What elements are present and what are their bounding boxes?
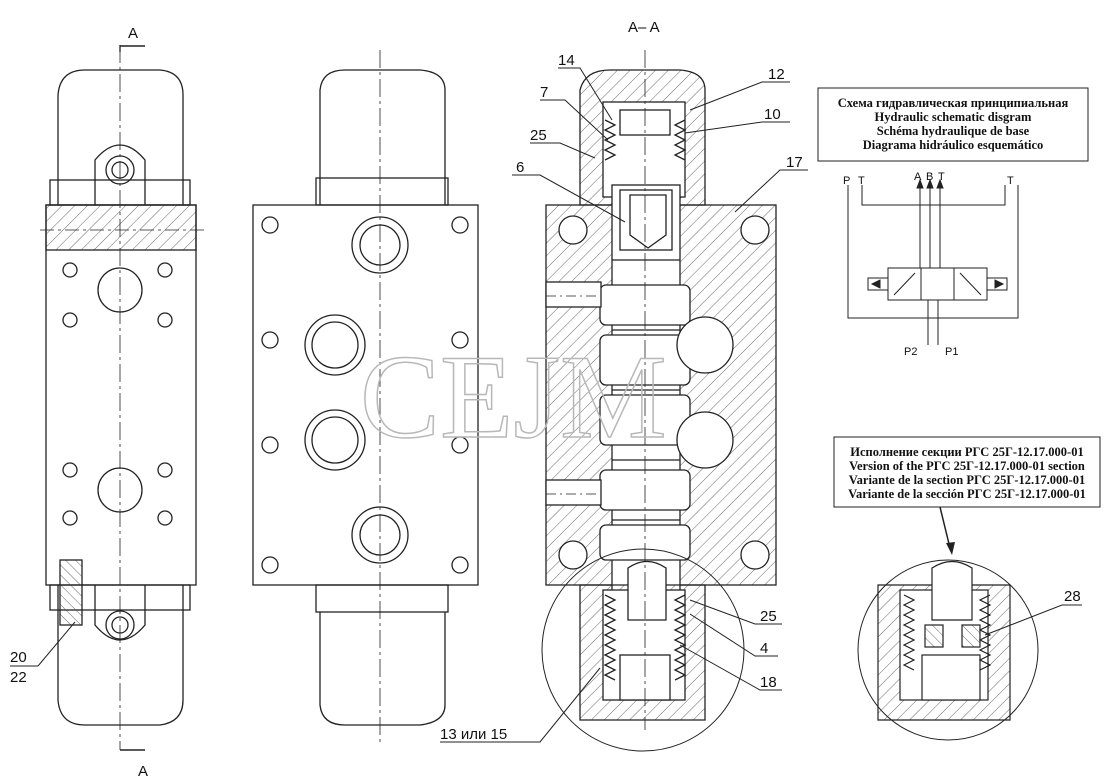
version-caption-line-3: Variante de la section РГС 25Г-12.17.000… — [849, 473, 1085, 487]
port-t-mid: T — [938, 171, 945, 183]
callout-25-bottom: 25 — [760, 608, 777, 625]
section-title: A– A — [628, 19, 660, 36]
front-view — [252, 50, 479, 745]
callout-25-top: 25 — [530, 127, 547, 144]
callout-7: 7 — [540, 84, 548, 101]
callout-4: 4 — [760, 640, 768, 657]
schematic-caption-line-3: Schéma hydraulique de base — [877, 124, 1030, 138]
port-t-right: T — [1007, 175, 1014, 187]
version-caption-box — [833, 436, 1101, 508]
schematic-caption-line-4: Diagrama hidráulico esquemático — [863, 138, 1044, 152]
callout-10: 10 — [764, 106, 781, 123]
schematic-caption-box — [817, 87, 1089, 162]
callout-leaders — [440, 67, 808, 743]
callout-17: 17 — [786, 154, 803, 171]
schematic-caption-line-1: Схема гидравлическая принципиальная — [838, 96, 1069, 110]
port-b: B — [926, 171, 933, 183]
side-view — [40, 45, 205, 751]
callout-12: 12 — [768, 66, 785, 83]
callout-22: 22 — [10, 669, 27, 686]
watermark: CEJM — [360, 330, 667, 463]
section-view — [541, 50, 777, 752]
port-a: A — [914, 171, 922, 183]
version-arrow — [939, 506, 951, 549]
version-caption-line-1: Исполнение секции РГС 25Г-12.17.000-01 — [850, 445, 1083, 459]
section-mark-bottom: A — [138, 763, 148, 780]
port-p1: P1 — [945, 346, 958, 358]
callout-13-or-15: 13 или 15 — [440, 726, 507, 743]
port-p: P — [843, 175, 850, 187]
callout-6: 6 — [516, 159, 524, 176]
callout-28: 28 — [1064, 588, 1081, 605]
section-mark-top: A — [128, 25, 138, 42]
callout-14: 14 — [558, 52, 575, 69]
hydraulic-schematic — [847, 178, 1019, 345]
leader-20 — [37, 621, 76, 667]
version-detail-view — [857, 559, 1082, 741]
callout-18: 18 — [760, 674, 777, 691]
version-caption-line-4: Variante de la sección РГС 25Г-12.17.000… — [848, 487, 1086, 501]
port-t-left: T — [858, 175, 865, 187]
schematic-caption-line-2: Hydraulic schematic disgram — [875, 110, 1033, 124]
port-p2: P2 — [904, 346, 917, 358]
version-caption-line-2: Version of the РГС 25Г-12.17.000-01 sect… — [849, 459, 1085, 473]
version-arrow-head — [946, 542, 955, 555]
callout-20: 20 — [10, 649, 27, 666]
